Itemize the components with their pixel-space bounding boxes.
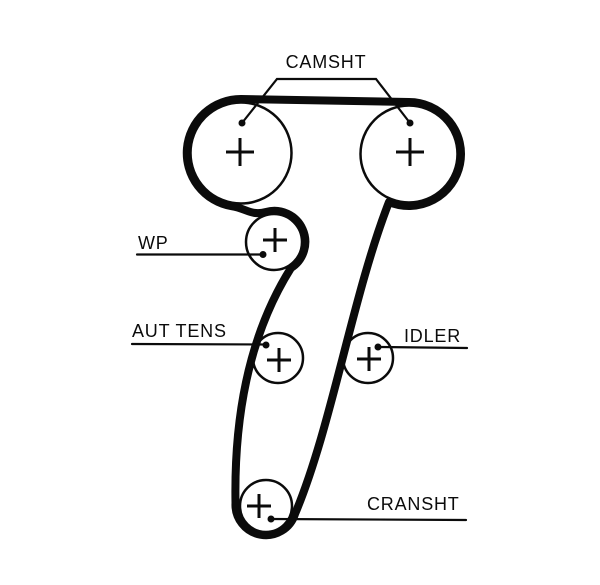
- center-cross-icon: [226, 138, 254, 166]
- idler-label: IDLER: [374, 326, 469, 351]
- water-pump-pulley: [244, 212, 304, 272]
- idler-pulley: [341, 331, 395, 385]
- camshaft-left-pulley-circle: [189, 101, 293, 205]
- center-cross-icon: [247, 494, 271, 518]
- camshaft-right-pulley-circle: [359, 104, 459, 204]
- tensioner-label-text: AUT TENS: [132, 321, 227, 341]
- crankshaft-leader-dot: [267, 515, 275, 523]
- crankshaft-label: CRANSHT: [267, 494, 468, 523]
- camshaft-left-leader-dot: [238, 119, 246, 127]
- water-pump-label-text: WP: [138, 233, 169, 253]
- water-pump-pulley-circle: [244, 212, 304, 272]
- crankshaft-leader-line: [269, 517, 468, 522]
- center-cross-icon: [263, 228, 287, 252]
- tensioner-pulley-circle: [251, 331, 305, 385]
- tensioner-pulley: [251, 331, 305, 385]
- center-cross-icon: [267, 348, 291, 372]
- crankshaft-pulley-circle: [238, 478, 294, 534]
- camshaft-label-text: CAMSHT: [286, 52, 367, 72]
- idler-leader-dot: [374, 343, 382, 351]
- camshaft-leader-line: [240, 77, 412, 125]
- water-pump-label: WP: [135, 233, 267, 258]
- camshaft-right-pulley: [359, 104, 459, 204]
- idler-leader-line: [376, 345, 469, 350]
- tensioner-label: AUT TENS: [130, 321, 270, 349]
- water-pump-leader-dot: [259, 251, 267, 258]
- camshaft-left-pulley: [189, 101, 293, 205]
- tensioner-leader-line: [130, 342, 268, 346]
- idler-label-text: IDLER: [404, 326, 461, 346]
- belt: [182, 94, 465, 540]
- belt-path: [182, 94, 465, 540]
- center-cross-icon: [396, 138, 424, 166]
- crankshaft-label-text: CRANSHT: [367, 494, 460, 514]
- tensioner-leader-dot: [262, 341, 270, 349]
- center-cross-icon: [357, 347, 381, 371]
- camshaft-label: CAMSHT: [238, 52, 414, 127]
- crankshaft-pulley: [238, 478, 294, 534]
- idler-pulley-circle: [341, 331, 395, 385]
- camshaft-right-leader-dot: [406, 119, 414, 127]
